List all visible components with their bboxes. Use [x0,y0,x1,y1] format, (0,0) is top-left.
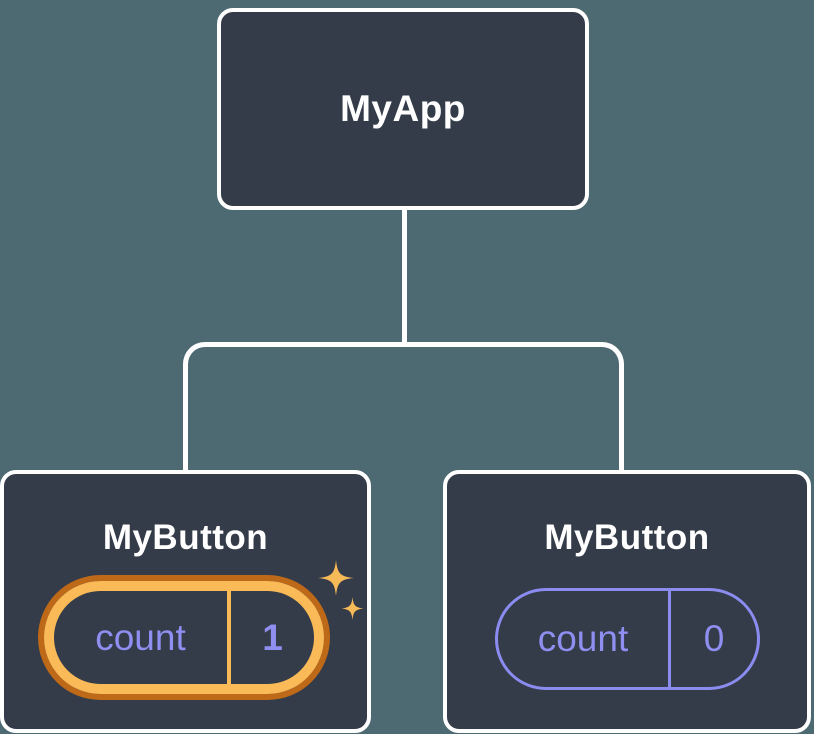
state-value: 1 [262,616,283,658]
state-value: 0 [703,618,725,659]
sparkles-icon [318,560,354,596]
child-node-left-label: MyButton [102,518,269,557]
state-pill-plain: count 0 [495,588,760,690]
state-name: count [54,591,231,684]
child-node-right-label: MyButton [544,518,710,557]
state-name: count [498,591,671,687]
state-pill-highlighted: count 1 [44,581,324,694]
root-node: MyApp [217,8,589,210]
sparkles-icon-small [341,597,364,620]
connector-trunk [402,208,407,344]
connector-branch [183,342,624,471]
root-node-label: MyApp [340,88,466,129]
